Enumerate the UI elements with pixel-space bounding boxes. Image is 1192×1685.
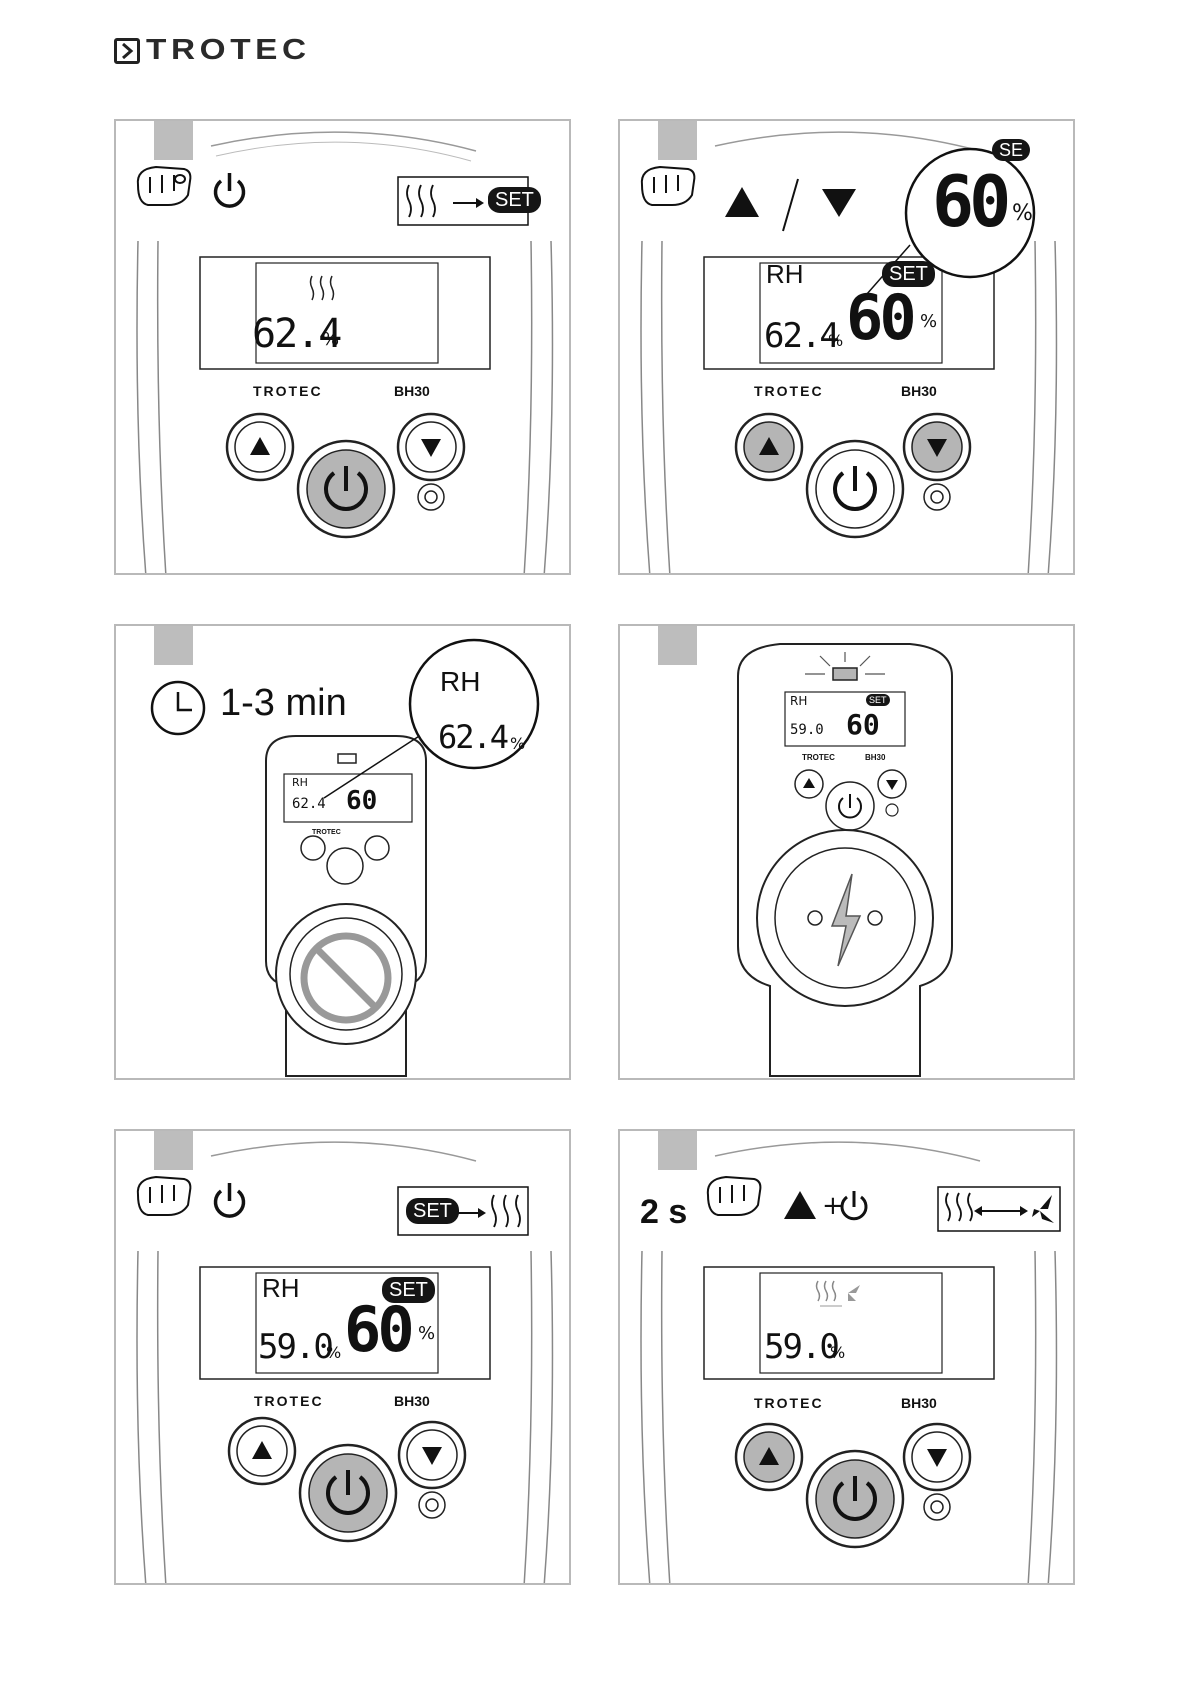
step-panel-2: RH SET 62.4 % 60 % 60 % SE TROTEC BH30 bbox=[618, 119, 1075, 575]
trotec-logo: TROTEC bbox=[114, 34, 289, 67]
setpoint-value: 60 bbox=[846, 708, 880, 741]
step-panel-4: RH SET 59.0 60 TROTEC BH30 bbox=[618, 624, 1075, 1080]
device-brand: TROTEC bbox=[253, 383, 323, 399]
percent-unit: % bbox=[326, 1343, 341, 1362]
set-badge: SET bbox=[866, 694, 890, 706]
humidity-reading: 59.0 bbox=[258, 1327, 332, 1367]
chevron-logo-icon bbox=[114, 38, 140, 64]
percent-unit: % bbox=[418, 1323, 435, 1344]
setpoint-value: 60 bbox=[344, 1293, 411, 1366]
device-drawing bbox=[620, 1131, 1075, 1585]
rh-label: RH bbox=[262, 1273, 300, 1304]
hold-time-label: 2 s bbox=[640, 1193, 687, 1232]
percent-unit: % bbox=[1012, 201, 1033, 226]
device-drawing bbox=[620, 626, 1075, 1080]
humidity-reading: 59.0 bbox=[790, 722, 824, 738]
device-brand: TROTEC bbox=[312, 829, 341, 836]
step-panel-5: SET RH SET 59.0 % 60 % TROTEC BH30 bbox=[114, 1129, 571, 1585]
percent-unit: % bbox=[830, 1343, 845, 1362]
device-brand: TROTEC bbox=[254, 1393, 324, 1409]
percent-unit: % bbox=[510, 734, 525, 753]
humidity-reading: 62.4 bbox=[292, 796, 326, 812]
device-model: BH30 bbox=[865, 753, 885, 762]
zoom-rh-label: RH bbox=[440, 666, 480, 698]
power-icon bbox=[216, 1183, 244, 1216]
step-panel-1: 62.4 % SET TROTEC BH30 bbox=[114, 119, 571, 575]
logo-text: TROTEC bbox=[146, 34, 311, 67]
set-badge: SET bbox=[488, 187, 541, 213]
hand-press-icon bbox=[138, 1177, 191, 1215]
arrow-up-icon bbox=[784, 1191, 816, 1219]
rh-label: RH bbox=[766, 259, 804, 290]
power-icon bbox=[842, 1191, 866, 1219]
zoom-humidity-reading: 62.4 bbox=[438, 718, 507, 756]
rh-label: RH bbox=[790, 694, 807, 708]
setpoint-value: 60 bbox=[346, 786, 377, 816]
plus-sign: + bbox=[822, 1191, 844, 1221]
setpoint-value: 60 bbox=[846, 281, 913, 354]
power-icon bbox=[216, 173, 244, 206]
zoom-set-partial: SE bbox=[992, 139, 1030, 161]
percent-unit: % bbox=[920, 311, 937, 332]
timer-label: 1-3 min bbox=[220, 682, 347, 725]
step-panel-3: 1-3 min RH 62.4 60 TROTEC RH 62.4 % bbox=[114, 624, 571, 1080]
device-model: BH30 bbox=[901, 1395, 937, 1411]
set-badge: SET bbox=[406, 1198, 459, 1224]
device-brand: TROTEC bbox=[754, 383, 824, 399]
humidity-reading: 59.0 bbox=[764, 1327, 838, 1367]
rh-label: RH bbox=[292, 776, 308, 789]
hand-press-icon bbox=[138, 167, 191, 205]
percent-unit: % bbox=[828, 331, 843, 350]
device-model: BH30 bbox=[901, 383, 937, 399]
arrow-up-icon bbox=[725, 187, 759, 217]
hand-press-icon bbox=[708, 1177, 761, 1215]
arrow-down-icon bbox=[822, 189, 856, 217]
hand-press-icon bbox=[642, 167, 695, 205]
clock-icon bbox=[152, 682, 204, 734]
device-brand: TROTEC bbox=[754, 1395, 824, 1411]
step-panel-6: 2 s + 59.0 % TROTEC BH30 bbox=[618, 1129, 1075, 1585]
zoom-setpoint: 60 bbox=[932, 161, 1006, 243]
humidity-reading: 62.4 bbox=[764, 316, 838, 356]
device-brand: TROTEC bbox=[802, 753, 835, 762]
percent-unit: % bbox=[322, 329, 339, 350]
device-model: BH30 bbox=[394, 1393, 430, 1409]
device-model: BH30 bbox=[394, 383, 430, 399]
